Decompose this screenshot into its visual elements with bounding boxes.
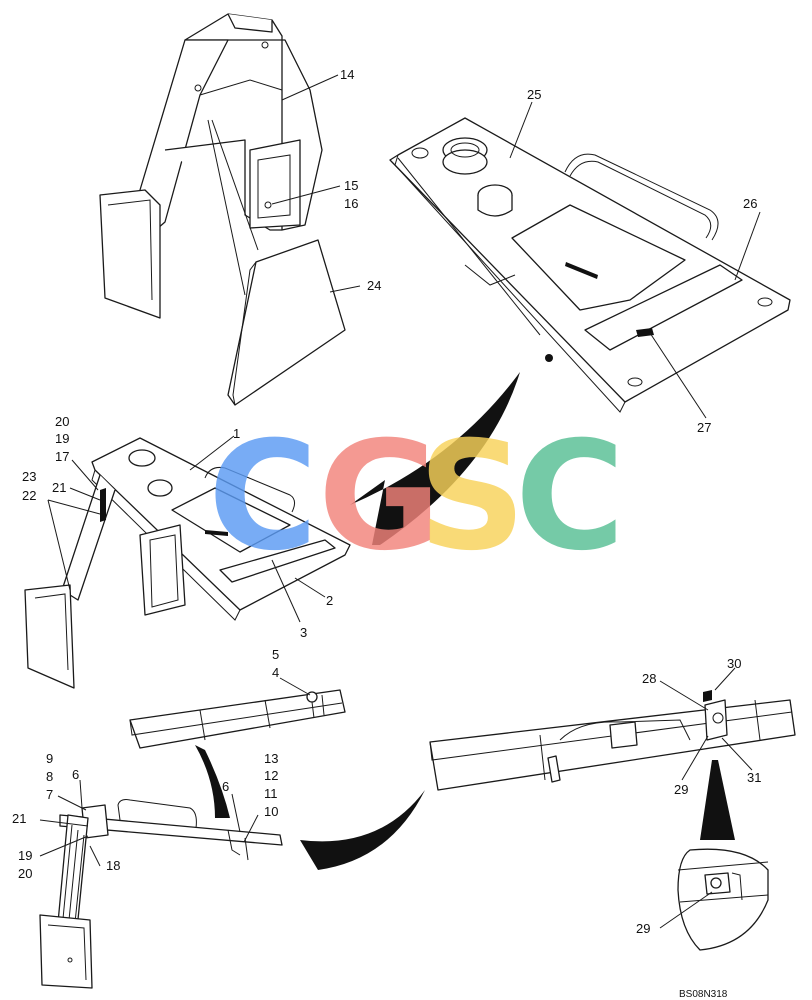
watermark-letter: C [208, 410, 318, 584]
zoom-detail-29 [677, 848, 769, 951]
callout-20: 20 [18, 866, 32, 881]
callout-7: 7 [46, 787, 53, 802]
callout-3: 3 [300, 625, 307, 640]
callout-16: 16 [344, 196, 358, 211]
callout-4: 4 [272, 665, 279, 680]
callout-11: 11 [264, 786, 278, 801]
callout-6: 6 [222, 779, 229, 794]
callout-10: 10 [264, 804, 278, 819]
callout-22: 22 [22, 488, 36, 503]
callout-9: 9 [46, 751, 53, 766]
assembled-cab [24, 437, 351, 689]
callout-31: 31 [747, 770, 761, 785]
callout-25: 25 [527, 87, 541, 102]
assembly-arrow-3 [300, 790, 425, 870]
callout-labels: 14 15 16 24 25 26 27 1 2 3 20 19 17 23 2… [12, 67, 761, 1000]
leader-lines [39, 74, 761, 929]
watermark-letter: C [515, 410, 625, 584]
callout-29: 29 [636, 921, 650, 936]
drawing-code: BS08N318 [679, 989, 728, 1000]
roof-panel-assembly [389, 117, 791, 413]
callout-30: 30 [727, 656, 741, 671]
callout-15: 15 [344, 178, 358, 193]
callout-27: 27 [697, 420, 711, 435]
callout-28: 28 [642, 671, 656, 686]
watermark-letter: S [418, 410, 526, 584]
callout-8: 8 [46, 769, 53, 784]
callout-21: 21 [12, 811, 26, 826]
assembly-arrow-2 [195, 745, 230, 818]
callout-6: 6 [72, 767, 79, 782]
beam-detail [429, 690, 796, 791]
assembly-arrow-1 [350, 372, 520, 545]
callout-23: 23 [22, 469, 36, 484]
callout-17: 17 [55, 449, 69, 464]
detail-arrow [700, 760, 735, 840]
callout-14: 14 [340, 67, 354, 82]
callout-2: 2 [326, 593, 333, 608]
rail-section [129, 689, 346, 749]
rops-frame-assembly [99, 13, 323, 319]
side-assembly-view [39, 799, 283, 989]
callout-24: 24 [367, 278, 381, 293]
callout-19: 19 [55, 431, 69, 446]
callout-13: 13 [264, 751, 278, 766]
callout-1: 1 [233, 426, 240, 441]
callout-5: 5 [272, 647, 279, 662]
watermark: C G S C [208, 410, 625, 584]
side-panel-24 [227, 239, 346, 406]
callout-18: 18 [106, 858, 120, 873]
callout-12: 12 [264, 768, 278, 783]
callout-20: 20 [55, 414, 69, 429]
callout-26: 26 [743, 196, 757, 211]
watermark-letter: G [318, 410, 441, 584]
callout-29: 29 [674, 782, 688, 797]
callout-19: 19 [18, 848, 32, 863]
callout-21: 21 [52, 480, 66, 495]
